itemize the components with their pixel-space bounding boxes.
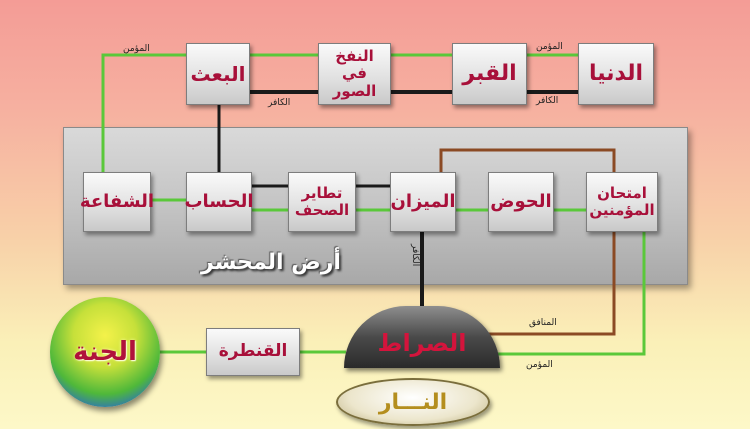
box-mizan: الميزان [390,172,456,232]
box-baath: البعث [186,43,250,105]
box-hisab: الحساب [184,172,254,232]
label-munafiq: المنافق [529,318,557,328]
path-mumin-down [498,232,646,356]
label-mumin-top-left: المؤمن [123,44,150,54]
path-munafiq [439,148,616,174]
path-mumin-baath-shafaa [101,53,186,172]
label-mumin-bottom: المؤمن [526,360,553,370]
box-imtihan: امتحان المؤمنين [586,172,658,232]
jannah-label: الجنة [73,337,137,367]
box-tatayur: تطاير الصحف [288,172,356,232]
nar-ellipse: النـــار [336,378,490,426]
jannah-orb: الجنة [50,297,160,407]
box-nafkh: النفخ في الصور [318,43,391,105]
box-qantara: القنطرة [206,328,300,376]
label-kafir-top-mid: الكافر [268,98,291,108]
label-kafir-top-right: الكافر [536,96,559,106]
label-mumin-top-right: المؤمن [536,42,563,52]
box-shafaa: الشفاعة [80,172,154,232]
box-qabr: القبر [452,43,527,105]
label-kafir-mizan: الكافر [410,244,420,267]
sirat-label: الصراط [377,329,467,357]
box-dunya: الدنيا [578,43,654,105]
path-munafiq-down [470,232,616,336]
nar-label: النـــار [378,389,448,415]
arena-of-gathering [63,127,688,285]
arena-label: أرض المحشر [201,250,341,275]
box-hawd: الحوض [488,172,554,232]
